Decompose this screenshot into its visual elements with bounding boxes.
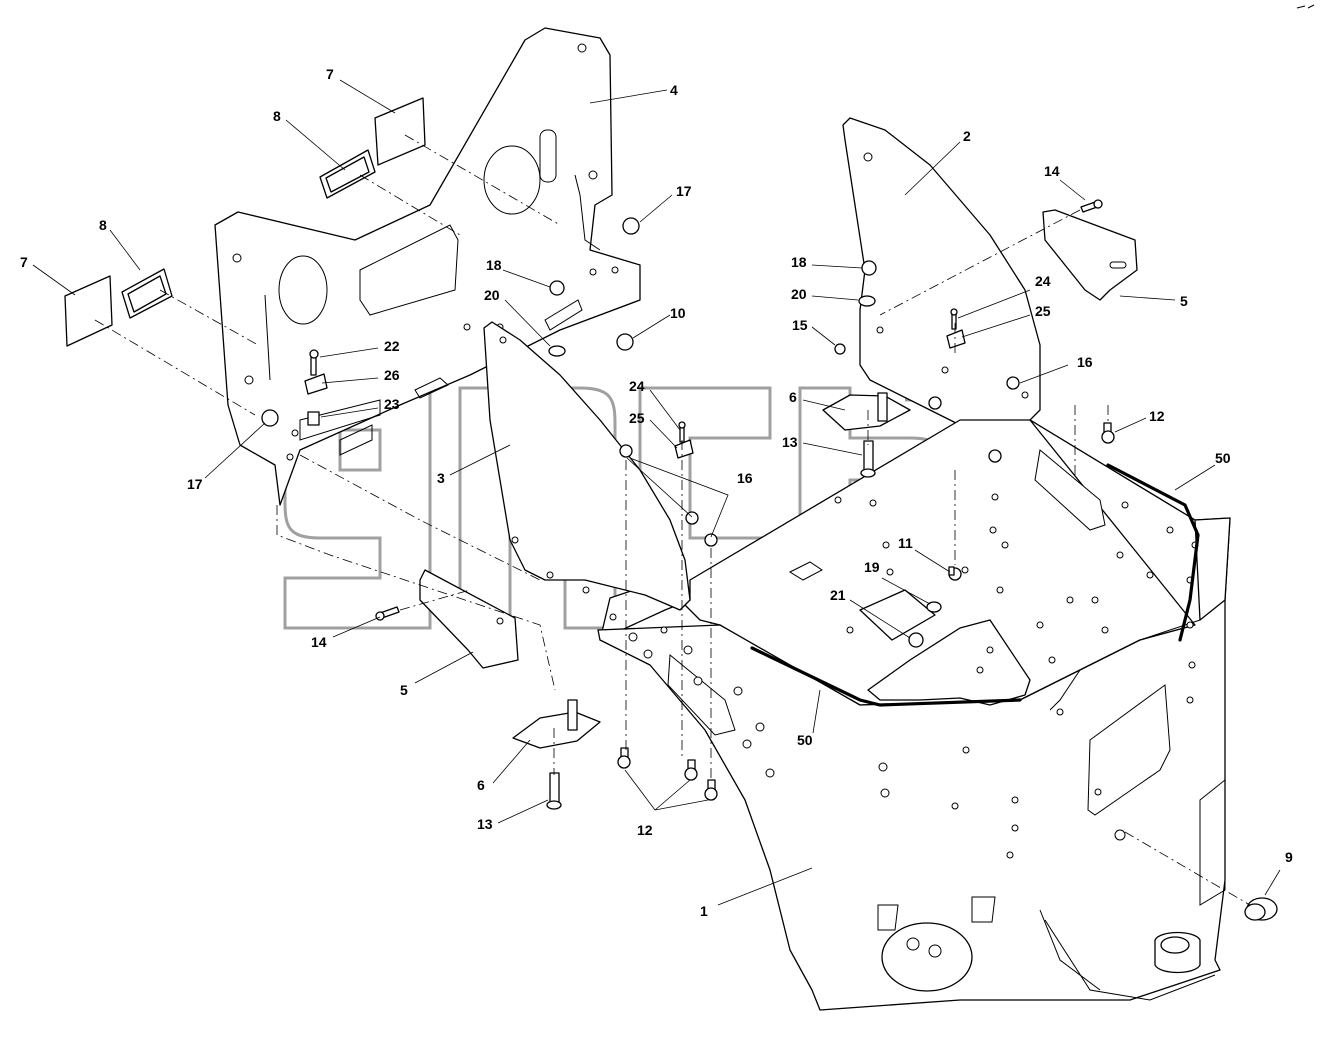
seal-strip-50-front (750, 646, 1022, 707)
callout-25-left: 25 (629, 410, 645, 426)
callout-4: 4 (670, 82, 678, 98)
callout-20-left: 20 (484, 287, 500, 303)
callout-6-right: 6 (789, 389, 797, 405)
cover-pad-7-top (374, 97, 426, 166)
callout-12-bottom: 12 (637, 822, 653, 838)
callout-labels: 1 2 3 4 5 5 6 6 7 7 8 8 9 10 11 12 12 13… (20, 66, 1293, 919)
callout-22: 22 (384, 338, 400, 354)
callout-17-top: 17 (676, 183, 692, 199)
grommet-21 (908, 632, 924, 648)
callout-11: 11 (898, 535, 913, 551)
screws-24 (678, 308, 958, 443)
spacer-23 (307, 411, 320, 426)
callout-2: 2 (963, 128, 971, 144)
callout-14-right: 14 (1044, 163, 1060, 179)
seal-strip-50-side (1106, 463, 1200, 642)
callout-15: 15 (792, 317, 808, 333)
bolt-11 (948, 566, 962, 581)
callout-12-right: 12 (1149, 408, 1165, 424)
part-3-bracket (483, 321, 691, 611)
screw-22 (309, 349, 319, 376)
bolt-13-right (860, 440, 876, 478)
washer-19 (926, 601, 942, 613)
clip-26 (304, 373, 328, 395)
corner-mark (1296, 4, 1315, 9)
callout-17-left: 17 (187, 476, 203, 492)
bolt-15 (834, 343, 846, 355)
callout-3: 3 (437, 470, 445, 486)
callout-14-left: 14 (311, 634, 327, 650)
callout-19: 19 (864, 559, 880, 575)
callout-24-right: 24 (1035, 273, 1051, 289)
callout-18-left: 18 (486, 257, 502, 273)
seal-ring-8-top (319, 149, 376, 199)
nuts-18 (549, 260, 877, 296)
callout-10: 10 (670, 305, 686, 321)
clips-25 (674, 329, 966, 459)
cover-plate-5-left (419, 569, 519, 669)
callout-26: 26 (384, 367, 400, 383)
leader-lines (32, 79, 1281, 906)
callout-8-left: 8 (99, 217, 107, 233)
bolt-13-left (546, 772, 562, 810)
part-1-frame (597, 419, 1231, 1011)
callout-50-bottom: 50 (797, 732, 813, 748)
seal-ring-8-left (121, 268, 173, 319)
grommet-9 (1244, 897, 1278, 921)
mount-6-left (512, 699, 601, 749)
callout-25-right: 25 (1035, 303, 1051, 319)
callout-5-right: 5 (1180, 293, 1188, 309)
callout-1: 1 (700, 903, 708, 919)
callout-9: 9 (1285, 849, 1293, 865)
nuts-17 (261, 217, 640, 427)
callout-13-left: 13 (477, 816, 493, 832)
callout-24-left: 24 (629, 378, 645, 394)
callout-6-left: 6 (477, 777, 485, 793)
callout-7-top: 7 (326, 66, 334, 82)
screws-14 (375, 199, 1103, 621)
callout-23: 23 (384, 396, 400, 412)
assembly-lines (94, 134, 1251, 906)
washers-20 (548, 295, 876, 357)
cover-plate-5-right (1042, 209, 1138, 301)
callout-20-right: 20 (791, 286, 807, 302)
callout-16-right: 16 (1077, 354, 1093, 370)
callout-18-right: 18 (791, 254, 807, 270)
nut-10 (616, 333, 634, 351)
callout-50-right: 50 (1215, 450, 1231, 466)
bolts-12 (617, 422, 1115, 801)
nuts-16 (619, 376, 1020, 547)
callout-21: 21 (830, 587, 846, 603)
callout-5-left: 5 (400, 682, 408, 698)
callout-7-left: 7 (20, 254, 28, 270)
mount-6-right (822, 392, 911, 431)
callout-13-right: 13 (782, 434, 798, 450)
cover-pad-7-left (64, 275, 113, 347)
callout-16-left: 16 (737, 470, 753, 486)
callout-8-top: 8 (273, 108, 281, 124)
